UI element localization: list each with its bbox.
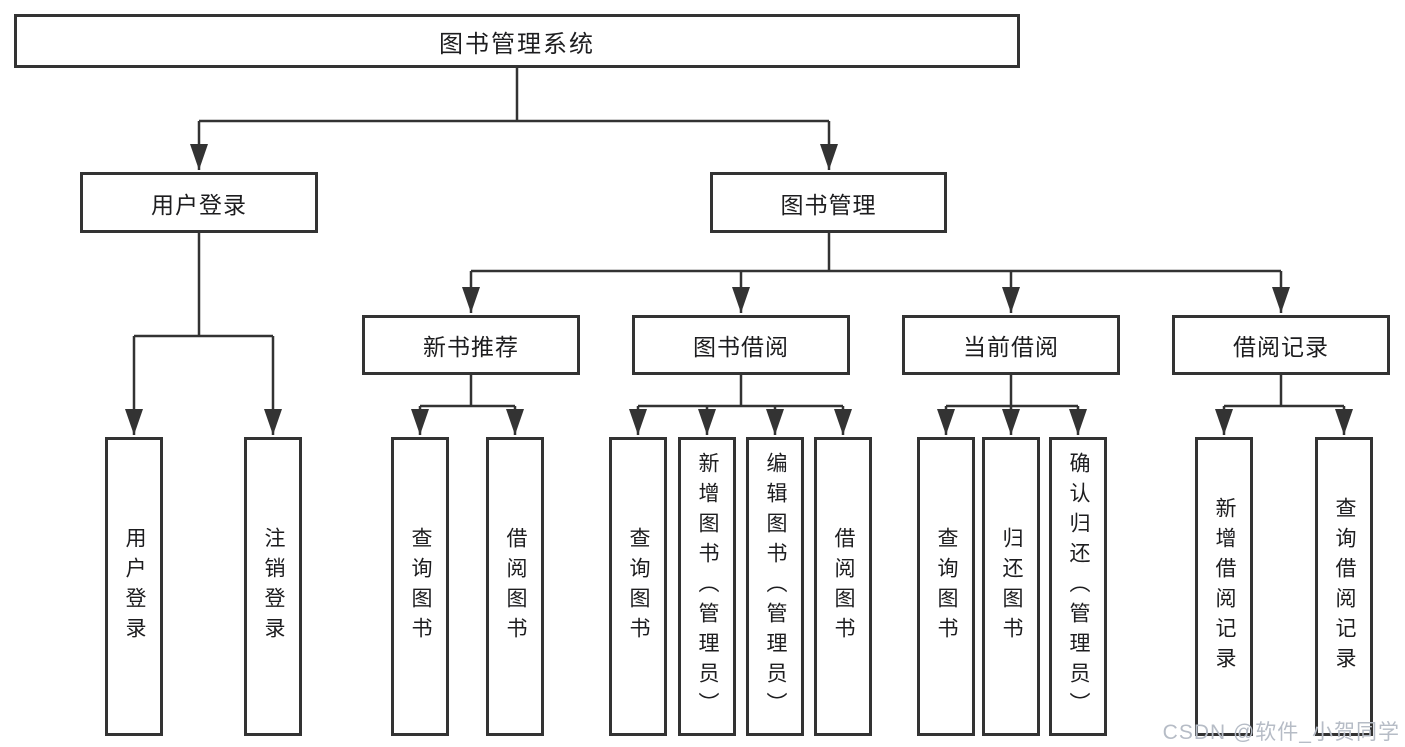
connectors bbox=[125, 68, 1353, 435]
connector-book-management bbox=[471, 233, 1281, 273]
node-book-borrow: 图书借阅 bbox=[632, 315, 850, 375]
leaf-borrow-book: 借阅图书 bbox=[814, 437, 872, 736]
connector-borrow-records bbox=[1224, 375, 1344, 408]
leaf-query-book-borrow: 查询图书 bbox=[609, 437, 667, 736]
connector-new-book-recommend bbox=[420, 375, 515, 408]
node-book-management: 图书管理 bbox=[710, 172, 947, 233]
leaf-add-book-admin: 新增图书（管理员） bbox=[678, 437, 736, 736]
node-user-login: 用户登录 bbox=[80, 172, 318, 233]
leaf-logout: 注销登录 bbox=[244, 437, 302, 736]
connector-root bbox=[199, 68, 829, 123]
connector-book-borrow bbox=[638, 375, 843, 408]
leaf-return-book: 归还图书 bbox=[982, 437, 1040, 736]
leaf-query-book-current: 查询图书 bbox=[917, 437, 975, 736]
node-library-system: 图书管理系统 bbox=[14, 14, 1020, 68]
connector-current-borrow bbox=[946, 375, 1078, 408]
csdn-watermark: CSDN @软件_小贺同学 bbox=[1162, 721, 1400, 744]
node-borrow-records: 借阅记录 bbox=[1172, 315, 1390, 375]
leaf-query-book-recommend: 查询图书 bbox=[391, 437, 449, 736]
leaf-add-borrow-record: 新增借阅记录 bbox=[1195, 437, 1253, 736]
leaf-confirm-return-admin: 确认归还（管理员） bbox=[1049, 437, 1107, 736]
node-new-book-recommend: 新书推荐 bbox=[362, 315, 580, 375]
node-current-borrow: 当前借阅 bbox=[902, 315, 1120, 375]
connector-user-login bbox=[134, 233, 273, 338]
leaf-borrow-book-recommend: 借阅图书 bbox=[486, 437, 544, 736]
leaf-query-borrow-record: 查询借阅记录 bbox=[1315, 437, 1373, 736]
leaf-user-login: 用户登录 bbox=[105, 437, 163, 736]
leaf-edit-book-admin: 编辑图书（管理员） bbox=[746, 437, 804, 736]
